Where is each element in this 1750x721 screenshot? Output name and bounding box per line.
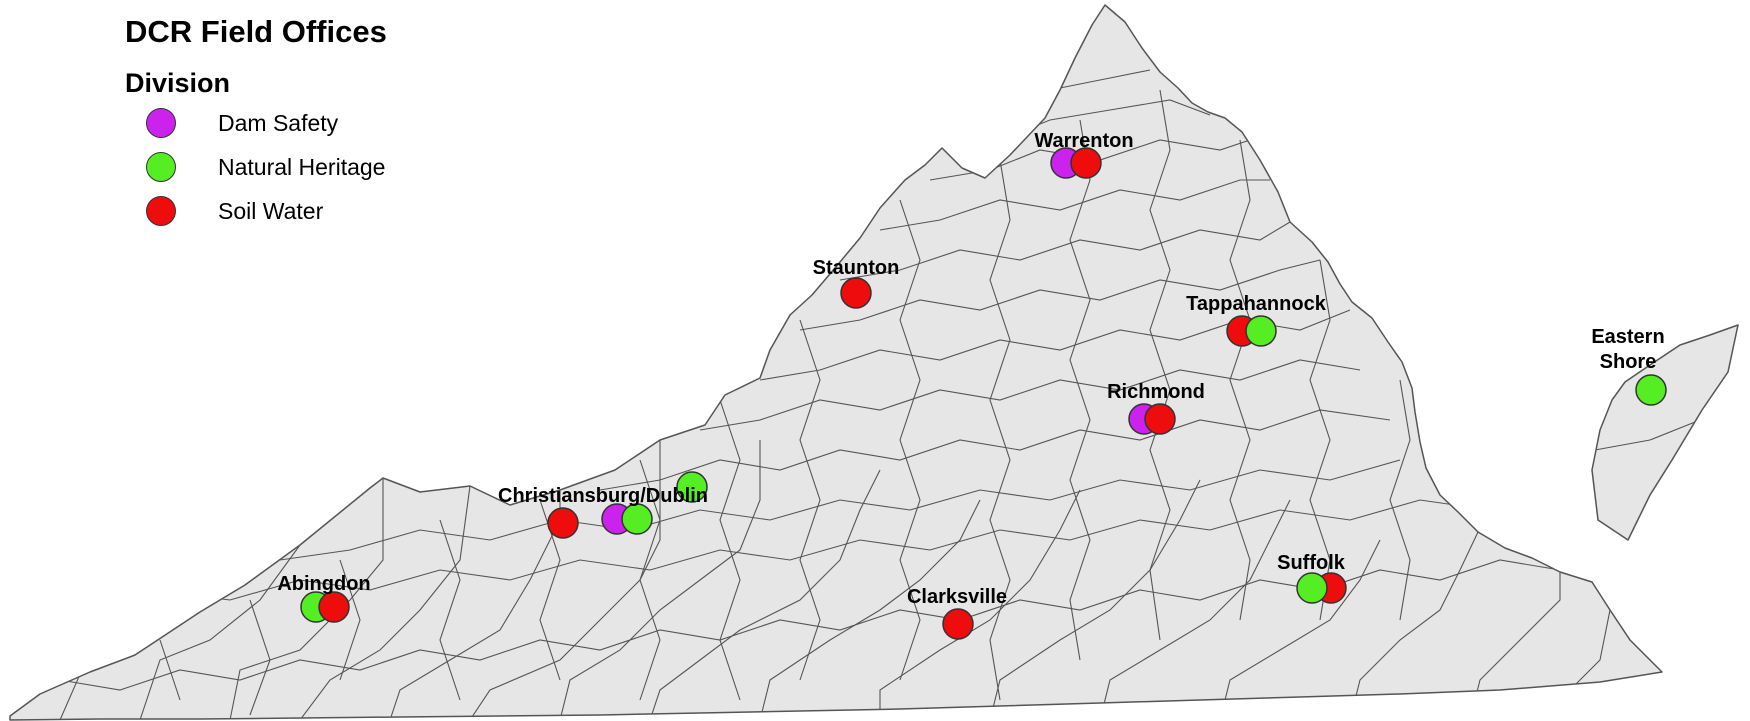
soil-water-marker	[547, 507, 579, 539]
natural-heritage-marker	[621, 503, 653, 535]
office-tappahannock: Tappahannock	[1186, 293, 1327, 347]
office-label: Richmond	[1107, 381, 1205, 403]
office-staunton: Staunton	[813, 257, 900, 309]
office-label: Abingdon	[277, 573, 370, 595]
legend-heading: Division	[125, 68, 231, 98]
map-title: DCR Field Offices	[125, 14, 387, 49]
office-abingdon: Abingdon	[277, 573, 371, 623]
office-richmond: Richmond	[1107, 381, 1205, 435]
eastern-shore-outline	[1591, 324, 1739, 541]
legend-label: Dam Safety	[218, 109, 339, 136]
natural-heritage-marker	[1296, 572, 1328, 604]
office-label: Tappahannock	[1186, 293, 1327, 315]
natural-heritage-swatch	[146, 152, 176, 182]
legend-label: Natural Heritage	[218, 153, 386, 180]
office-christiansburg-dublin: Christiansburg/Dublin	[498, 471, 708, 539]
office-label: Warrenton	[1034, 130, 1133, 152]
dam-safety-swatch	[146, 108, 176, 138]
soil-water-marker	[318, 591, 350, 623]
office-label: Staunton	[813, 257, 900, 279]
natural-heritage-marker	[676, 471, 708, 503]
legend-item-dam-safety: Dam Safety	[146, 106, 338, 140]
office-warrenton: Warrenton	[1034, 130, 1134, 179]
legend-label: Soil Water	[218, 197, 324, 224]
office-label: Eastern	[1591, 326, 1664, 348]
office-clarksville: Clarksville	[907, 586, 1007, 640]
soil-water-marker	[942, 608, 974, 640]
natural-heritage-marker	[1245, 315, 1277, 347]
office-label: Christiansburg/Dublin	[498, 485, 708, 507]
soil-water-marker	[1144, 403, 1176, 435]
soil-water-marker	[840, 277, 872, 309]
legend-item-natural-heritage: Natural Heritage	[146, 150, 385, 184]
office-suffolk: Suffolk	[1277, 552, 1347, 604]
office-label: Suffolk	[1277, 552, 1346, 574]
legend-item-soil-water: Soil Water	[146, 194, 323, 228]
office-label: Shore	[1600, 351, 1657, 373]
office-label: Clarksville	[907, 586, 1007, 608]
natural-heritage-marker	[1635, 374, 1667, 406]
virginia-state-outline	[9, 4, 1663, 721]
soil-water-swatch	[146, 196, 176, 226]
soil-water-marker	[1070, 147, 1102, 179]
field-offices-layer: WarrentonStauntonTappahannockEasternShor…	[277, 130, 1667, 640]
